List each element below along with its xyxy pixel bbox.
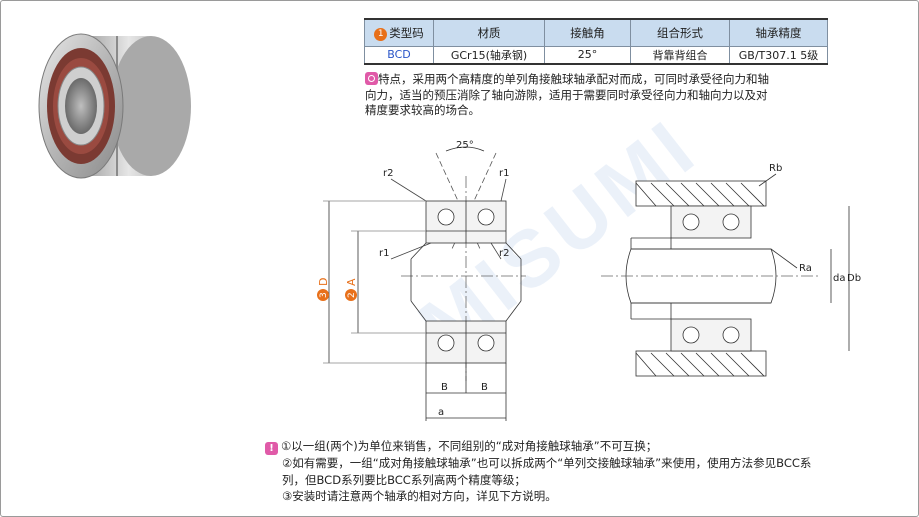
header-contact-angle: 接触角 <box>544 18 631 47</box>
number-badge-1: 1 <box>374 27 388 41</box>
cell-precision: GB/T307.1 5级 <box>729 45 828 65</box>
label-r1-left: r1 <box>379 248 389 259</box>
label-Rb: Rb <box>769 163 782 174</box>
note-3: ③安装时请注意两个轴承的相对方向，详见下方说明。 <box>282 489 557 503</box>
label-r2-top: r2 <box>383 168 393 179</box>
label-a: a <box>438 407 444 418</box>
label-da: da <box>833 273 845 284</box>
label-r2-right: r2 <box>499 248 509 259</box>
svg-text:D: D <box>317 278 330 286</box>
label-r1-top: r1 <box>499 168 509 179</box>
ball <box>437 208 455 226</box>
header-material: 材质 <box>433 18 545 47</box>
label-A: 2 A <box>345 278 358 301</box>
svg-text:3: 3 <box>319 292 329 298</box>
technical-drawing: 25° r2 r1 r1 r2 <box>317 140 861 421</box>
label-Db: Db <box>847 273 861 284</box>
ball <box>477 208 495 226</box>
note-1: ①以一组(两个)为单位来销售，不同组别的“成对角接触球轴承”不可互换； <box>281 439 658 453</box>
feature-icon <box>365 72 378 85</box>
notice-icon: ! <box>265 442 278 455</box>
label-D: 3 D <box>317 278 330 301</box>
label-Ra: Ra <box>799 263 812 274</box>
ball <box>437 334 455 352</box>
svg-text:A: A <box>345 278 358 286</box>
note-2: ②如有需要，一组“成对角接触球轴承”也可以拆成两个“单列交接触球轴承”来使用，使… <box>282 456 812 470</box>
notes-section: !①以一组(两个)为单位来销售，不同组别的“成对角接触球轴承”不可互换； ②如有… <box>265 438 915 505</box>
housing-assembly <box>601 180 821 377</box>
cell-contact-angle: 25° <box>544 45 631 65</box>
feature-description: 特点，采用两个高精度的单列角接触球轴承配对而成，可同时承受径向力和轴 向力，适当… <box>365 72 769 117</box>
cell-combination: 背靠背组合 <box>630 45 730 65</box>
ball <box>477 334 495 352</box>
label-B-left: B <box>441 382 448 393</box>
spec-data-row: BCD GCr15(轴承钢) 25° 背靠背组合 GB/T307.1 5级 <box>364 45 828 65</box>
svg-text:2: 2 <box>347 292 357 298</box>
angle-label: 25° <box>456 140 474 151</box>
angle-arc <box>445 146 485 152</box>
header-precision: 轴承精度 <box>729 18 828 47</box>
cell-type-code: BCD <box>364 45 434 65</box>
note-2-cont: 列，但BCD系列要比BCC系列高两个精度等级； <box>282 472 526 487</box>
label-B-right: B <box>481 382 488 393</box>
header-combination: 组合形式 <box>630 18 730 47</box>
bearing-pair-section <box>410 200 522 364</box>
cell-material: GCr15(轴承钢) <box>433 45 545 65</box>
bearing-photo <box>38 33 191 179</box>
